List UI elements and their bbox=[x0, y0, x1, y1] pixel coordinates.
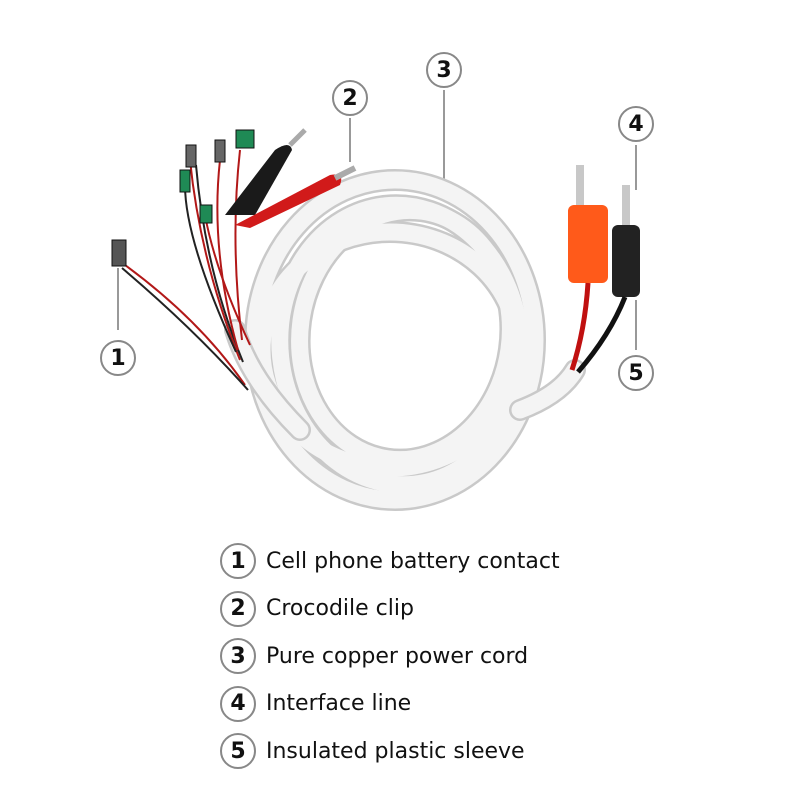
legend-item-power-cord: 3 Pure copper power cord bbox=[220, 633, 640, 679]
legend-label: Insulated plastic sleeve bbox=[266, 738, 525, 764]
legend-label: Crocodile clip bbox=[266, 596, 414, 621]
legend-item-battery-contact: 1 Cell phone battery contact bbox=[220, 538, 640, 584]
legend-item-interface-line: 4 Interface line bbox=[220, 681, 640, 727]
contact-wires bbox=[121, 149, 251, 391]
power-cord-coil bbox=[224, 169, 586, 511]
legend-item-crocodile-clip: 2 Crocodile clip bbox=[220, 586, 640, 632]
legend-number: 5 bbox=[220, 733, 256, 769]
callout-2: 2 bbox=[332, 80, 368, 116]
legend-label: Cell phone battery contact bbox=[266, 548, 560, 574]
legend-label: Interface line bbox=[266, 691, 412, 716]
legend-number: 3 bbox=[220, 638, 256, 674]
battery-contacts bbox=[111, 129, 255, 267]
callout-1: 1 bbox=[100, 340, 136, 376]
legend-number: 2 bbox=[220, 590, 256, 627]
legend-number: 4 bbox=[220, 685, 256, 722]
legend: 1 Cell phone battery contact 2 Crocodile… bbox=[220, 538, 640, 776]
crocodile-clips bbox=[225, 128, 357, 228]
legend-item-plastic-sleeve: 5 Insulated plastic sleeve bbox=[220, 728, 640, 774]
callout-3: 3 bbox=[426, 52, 462, 88]
cable-illustration bbox=[111, 90, 640, 511]
callout-5: 5 bbox=[618, 355, 654, 391]
banana-plugs bbox=[568, 165, 640, 374]
legend-number: 1 bbox=[220, 543, 256, 579]
callout-4: 4 bbox=[618, 106, 654, 142]
legend-label: Pure copper power cord bbox=[266, 643, 529, 669]
